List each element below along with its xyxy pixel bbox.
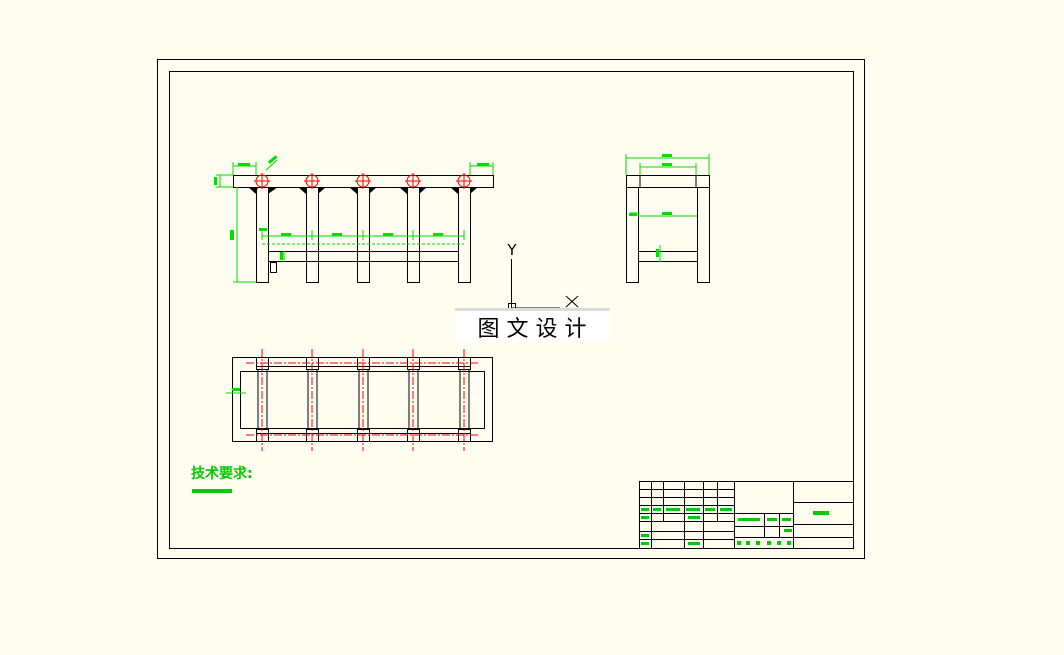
title-block-labels — [641, 508, 829, 545]
side-leg-right — [697, 187, 710, 283]
title-block[interactable] — [639, 481, 854, 549]
side-view[interactable] — [626, 175, 710, 283]
outer-sheet-border — [157, 59, 865, 559]
front-view[interactable] — [233, 175, 494, 283]
side-top-beam — [626, 175, 710, 188]
side-dimensions — [625, 154, 710, 262]
front-weld-marks — [248, 187, 478, 194]
watermark-text: 图 文 设 计 — [478, 317, 587, 342]
top-dimensions — [226, 388, 246, 394]
front-bolt-holes — [254, 173, 472, 189]
front-rail-block — [270, 262, 277, 273]
front-dimensions — [214, 155, 494, 283]
tech-requirement-note — [192, 489, 232, 493]
ucs-icon — [508, 259, 579, 309]
ucs-y-label: Y — [506, 241, 517, 259]
top-inner-frame — [240, 371, 485, 429]
top-centerlines — [246, 349, 480, 451]
side-leg-left — [626, 187, 639, 283]
inner-sheet-border — [169, 71, 854, 549]
top-view[interactable] — [232, 357, 493, 442]
tech-requirements-title: 技术要求: — [191, 465, 253, 482]
watermark-badge: 图 文 设 计 — [455, 308, 610, 342]
